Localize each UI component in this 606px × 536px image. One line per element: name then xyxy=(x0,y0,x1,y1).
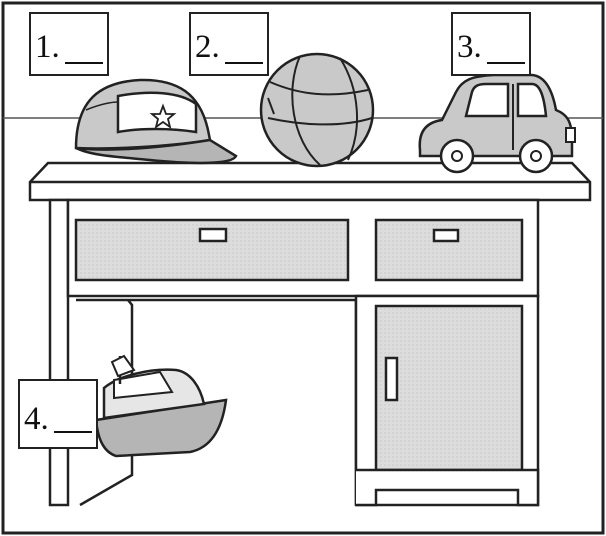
cabinet-base xyxy=(356,468,540,507)
cap-icon xyxy=(74,78,238,165)
answer-box-3: 3. xyxy=(451,12,531,76)
answer-number-4: 4. xyxy=(24,401,49,437)
ball-seam-1 xyxy=(269,81,369,96)
ball-seam-4 xyxy=(267,117,373,126)
boat-flag xyxy=(110,354,136,378)
star-icon xyxy=(149,103,177,130)
cap-seam xyxy=(85,101,119,111)
left-drawer-handle xyxy=(198,227,228,243)
answer-number-1: 1. xyxy=(35,29,60,65)
answer-blank-4[interactable] xyxy=(54,431,92,433)
car-rear-window xyxy=(516,82,548,118)
desk-icon xyxy=(28,161,592,507)
cap-badge xyxy=(116,91,198,134)
ball-seam-3 xyxy=(339,57,358,161)
cap-brim xyxy=(75,138,238,165)
boat-window xyxy=(113,370,174,400)
car-hub-front xyxy=(451,150,463,162)
answer-box-4: 4. xyxy=(18,379,98,449)
answer-blank-2[interactable] xyxy=(225,62,263,64)
ball-icon xyxy=(259,52,375,168)
ball-seam-2 xyxy=(291,55,321,166)
answer-blank-1[interactable] xyxy=(65,62,103,64)
ball-body xyxy=(259,52,375,168)
answer-number-3: 3. xyxy=(457,29,482,65)
right-drawer-handle xyxy=(432,228,460,243)
boat-hull xyxy=(94,398,228,458)
car-icon xyxy=(418,73,576,174)
answer-box-2: 2. xyxy=(189,12,269,76)
car-tail-light xyxy=(565,127,576,143)
car-front-window xyxy=(464,82,510,118)
ball-highlight xyxy=(267,97,275,115)
answer-box-1: 1. xyxy=(29,12,109,76)
cabinet-door xyxy=(374,304,524,472)
desk-left-leg xyxy=(48,198,70,507)
answer-number-2: 2. xyxy=(195,29,220,65)
boat-icon xyxy=(94,354,228,458)
answer-blank-3[interactable] xyxy=(487,62,525,64)
car-hub-rear xyxy=(530,150,542,162)
cabinet-handle xyxy=(384,356,399,402)
